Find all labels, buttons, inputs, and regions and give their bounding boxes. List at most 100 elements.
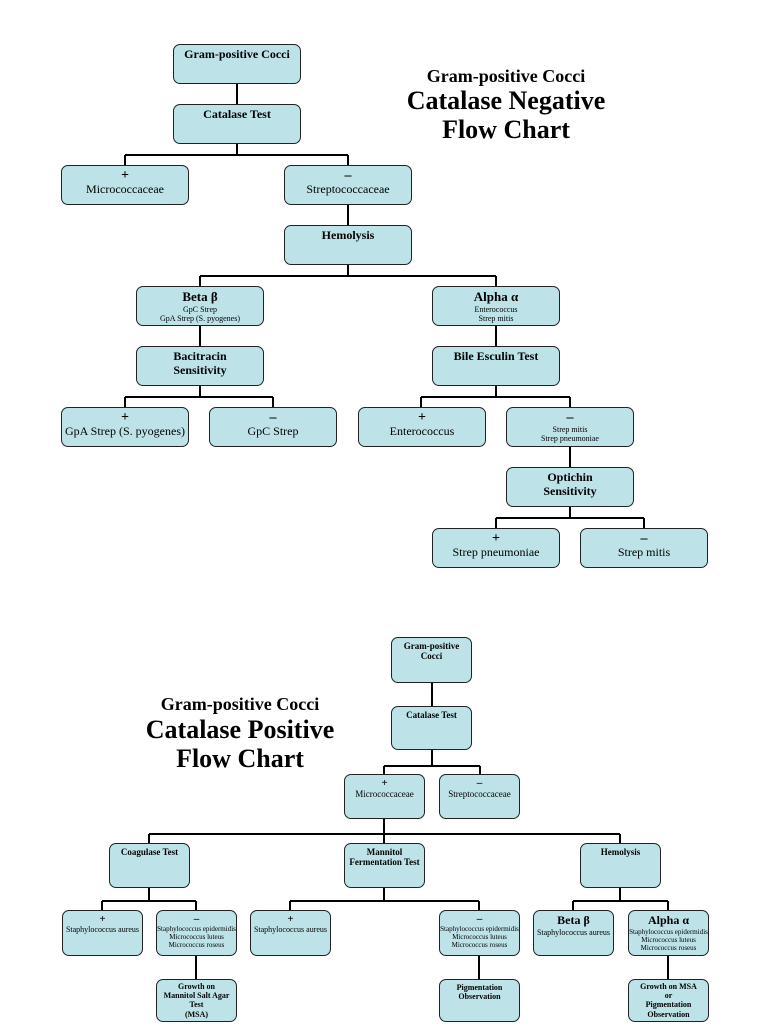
node-subtext: Micrococcus roseus	[640, 943, 697, 952]
node-label: Mannitol Salt Agar	[163, 991, 230, 1001]
pos-mannitol-negative-node: – Staphylococcus epidermidis Micrococcus…	[439, 910, 520, 956]
node-label: Mannitol	[366, 847, 403, 857]
pos-coagulase-test-node: Coagulase Test	[109, 843, 190, 888]
node-label: Bacitracin	[173, 349, 227, 363]
node-subtext: Strep mitis	[478, 314, 514, 324]
negative-sign: –	[476, 777, 483, 789]
node-subtext: Micrococcus luteus	[641, 935, 696, 944]
pos-pigmentation-node: Pigmentation Observation	[439, 979, 520, 1022]
node-subtext: Micrococcus roseus	[168, 941, 225, 950]
positive-sign: +	[381, 777, 388, 789]
negative-sign: –	[193, 913, 200, 925]
node-label: Coagulase Test	[120, 847, 179, 857]
node-label: Staphylococcus aureus	[253, 925, 328, 934]
node-label: Observation	[647, 1009, 690, 1019]
node-title: Alpha α	[473, 289, 519, 304]
neg-streptococcaceae-node: – Streptococcaceae	[284, 165, 412, 205]
positive-sign: +	[99, 913, 106, 925]
node-title: Alpha α	[647, 913, 690, 927]
node-label: Catalase Test	[406, 710, 457, 720]
negative-sign: –	[476, 913, 483, 925]
node-subtext: Micrococcus luteus	[169, 933, 224, 942]
neg-bile-esculin-node: Bile Esculin Test	[432, 346, 560, 386]
node-label: Growth on MSA	[640, 982, 697, 991]
positive-sign: +	[418, 410, 426, 425]
node-label: Streptococcaceae	[306, 182, 390, 196]
node-label: Hemolysis	[321, 228, 375, 242]
node-subtext: Micrococcus roseus	[451, 941, 508, 950]
neg-enterococcus-node: + Enterococcus	[358, 407, 486, 447]
node-label: Sensitivity	[543, 483, 597, 498]
neg-gpc-strep-node: – GpC Strep	[209, 407, 337, 447]
node-label: Streptococcaceae	[448, 789, 511, 799]
positive-sign: +	[492, 531, 500, 546]
node-label: (MSA)	[184, 1009, 209, 1019]
pos-msa-node: Growth on Mannitol Salt Agar Test (MSA)	[156, 979, 237, 1022]
negative-sign: –	[269, 410, 277, 425]
node-label: GpA Strep (S. pyogenes)	[65, 424, 185, 438]
pos-gram-positive-cocci-node: Gram-positive Cocci	[391, 637, 472, 683]
node-label: Catalase Test	[203, 107, 271, 121]
node-label: Pigmentation	[456, 983, 503, 992]
node-label: Sensitivity	[173, 362, 227, 377]
node-label: Enterococcus	[389, 424, 455, 438]
positive-sign: +	[121, 168, 129, 183]
pos-coag-negative-node: – Staphylococcus epidermidis Micrococcus…	[156, 910, 237, 956]
positive-title-line3: Flow Chart	[176, 744, 304, 774]
neg-strep-pneumoniae-node: + Strep pneumoniae	[432, 528, 560, 568]
negative-sign: –	[566, 410, 574, 425]
pos-coag-positive-node: + Staphylococcus aureus	[62, 910, 143, 956]
node-subtext: GpA Strep (S. pyogenes)	[160, 314, 240, 324]
node-subtext: Enterococcus	[474, 304, 518, 314]
pos-catalase-test-node: Catalase Test	[391, 706, 472, 750]
negative-title-line2: Catalase Negative	[406, 86, 606, 115]
node-label: Gram-positive Cocci	[184, 47, 290, 61]
pos-msa-or-pigmentation-node: Growth on MSA or Pigmentation Observatio…	[628, 979, 709, 1022]
neg-catalase-test-node: Catalase Test	[173, 104, 301, 144]
pos-micrococcaceae-node: + Micrococcaceae	[344, 774, 425, 819]
positive-title-line2: Catalase Positive	[145, 715, 335, 744]
node-subtext: Staphylococcus epidermidis	[440, 925, 519, 933]
node-subtext: Strep pneumoniae	[541, 434, 599, 444]
node-subtext: Staphylococcus epidermidis	[157, 925, 236, 933]
negative-sign: –	[344, 168, 352, 183]
node-label: Fermentation Test	[349, 857, 420, 868]
pos-hemolysis-node: Hemolysis	[580, 843, 661, 888]
neg-gpa-strep-node: + GpA Strep (S. pyogenes)	[61, 407, 189, 447]
node-subtext: Strep mitis	[552, 425, 588, 434]
negative-sign: –	[640, 531, 648, 546]
neg-strep-mitis-node: – Strep mitis	[580, 528, 708, 568]
node-title: Beta β	[182, 289, 218, 304]
node-label: Test	[189, 1000, 204, 1010]
node-label: Bile Esculin Test	[453, 349, 539, 363]
positive-sign: +	[121, 410, 129, 425]
node-label: Staphylococcus aureus	[65, 925, 140, 934]
negative-title-line1: Gram-positive Cocci	[426, 66, 586, 86]
neg-beta-node: Beta β GpC Strep GpA Strep (S. pyogenes)	[136, 286, 264, 326]
node-label: Hemolysis	[600, 847, 641, 857]
node-label: Observation	[458, 992, 501, 1002]
node-label: Gram-positive Cocci	[403, 641, 460, 662]
node-title: Beta β	[557, 913, 590, 927]
node-label: Micrococcaceae	[355, 789, 414, 799]
node-subtext: Staphylococcus epidermidis	[629, 927, 708, 936]
positive-title-line1: Gram-positive Cocci	[160, 694, 320, 714]
neg-hemolysis-node: Hemolysis	[284, 225, 412, 265]
pos-beta-node: Beta β Staphylococcus aureus	[533, 910, 614, 956]
negative-chart-title: Gram-positive Cocci Catalase Negative Fl…	[378, 66, 634, 144]
node-subtext: GpC Strep	[183, 304, 217, 314]
neg-optichin-node: Optichin Sensitivity	[506, 467, 634, 507]
negative-title-line3: Flow Chart	[442, 114, 570, 144]
node-label: Micrococcaceae	[86, 182, 164, 196]
node-label: Strep pneumoniae	[452, 545, 540, 559]
node-label: Optichin	[547, 470, 593, 484]
node-subtext: Staphylococcus aureus	[536, 927, 611, 937]
node-label: or	[664, 991, 673, 1001]
positive-chart-title: Gram-positive Cocci Catalase Positive Fl…	[112, 694, 368, 773]
pos-alpha-node: Alpha α Staphylococcus epidermidis Micro…	[628, 910, 709, 956]
node-label: Pigmentation	[645, 1000, 692, 1010]
neg-alpha-node: Alpha α Enterococcus Strep mitis	[432, 286, 560, 326]
positive-sign: +	[287, 913, 294, 925]
pos-mannitol-positive-node: + Staphylococcus aureus	[250, 910, 331, 956]
